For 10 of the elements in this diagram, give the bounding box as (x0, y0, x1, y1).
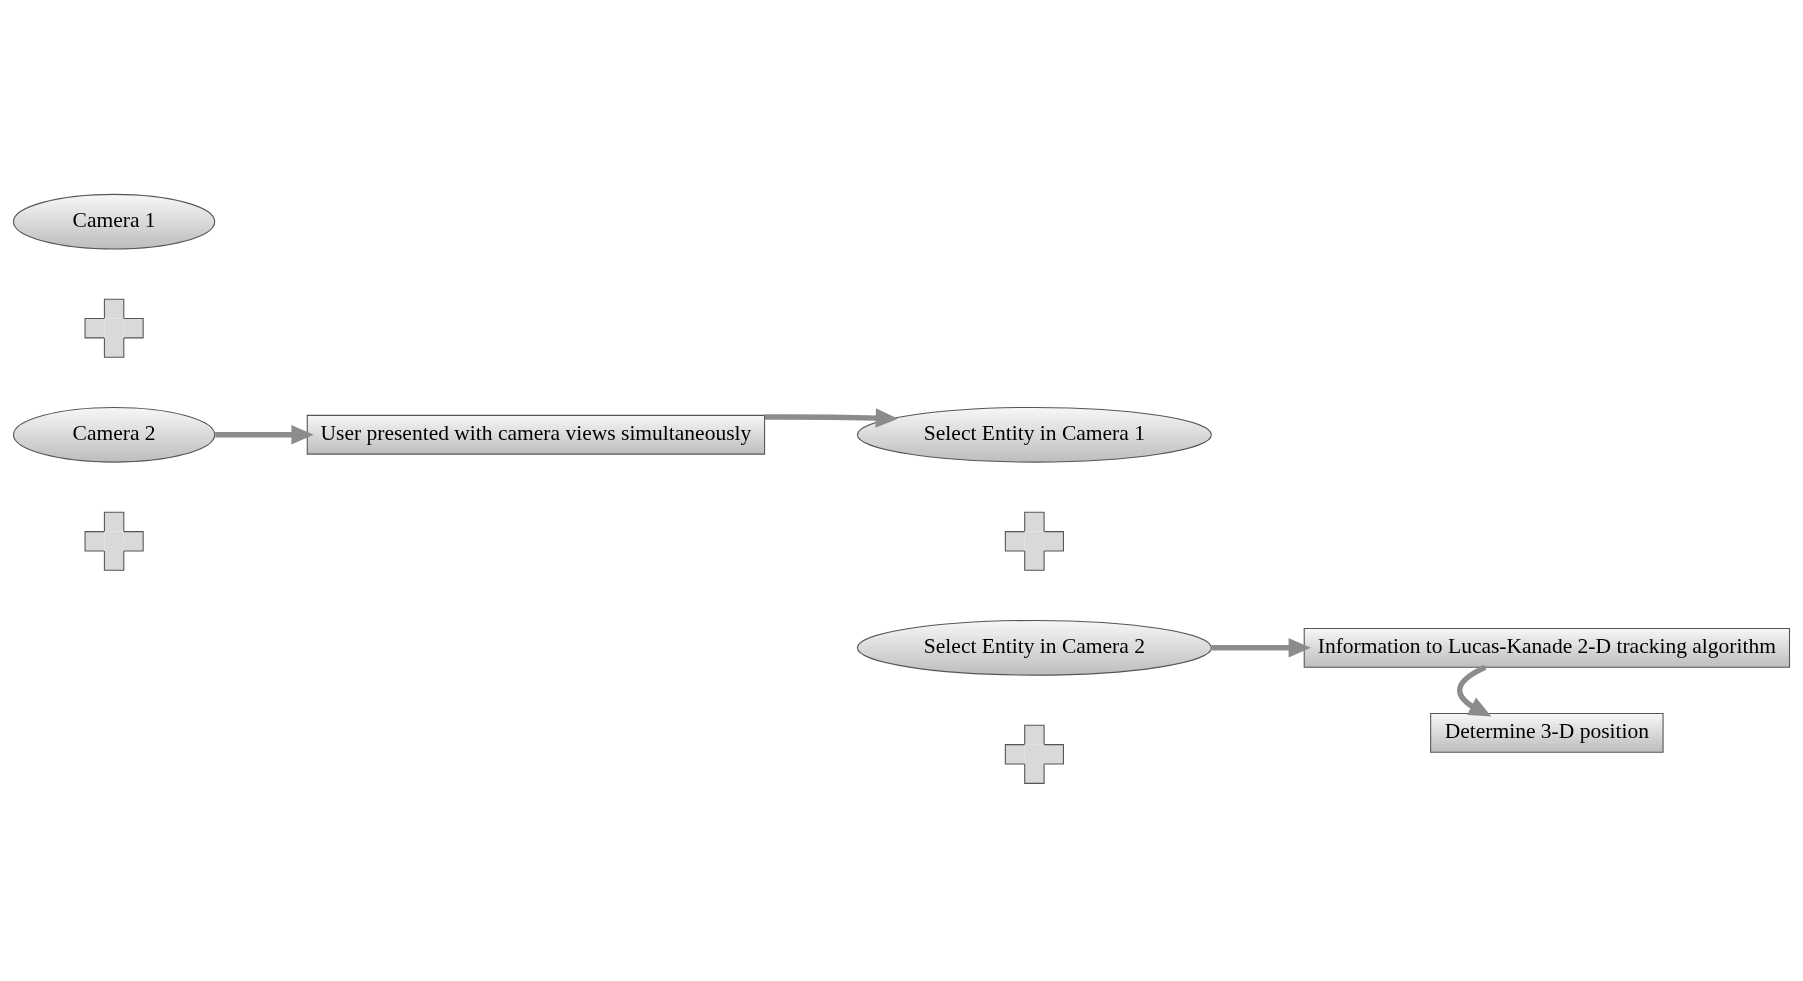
arrow (764, 407, 898, 428)
arrow (215, 424, 314, 444)
node-ellipse: Camera 1 (12, 193, 216, 250)
node-box: User presented with camera views simultaneously (306, 414, 766, 455)
arrow (1211, 637, 1311, 658)
arrow (1457, 664, 1492, 716)
node-box: Determine 3-D position (1430, 712, 1664, 753)
node-box: Information to Lucas-Kanade 2-D tracking algorithm (1303, 627, 1791, 668)
node-ellipse: Camera 2 (12, 406, 216, 463)
node-ellipse: Select Entity in Camera 2 (856, 619, 1212, 676)
